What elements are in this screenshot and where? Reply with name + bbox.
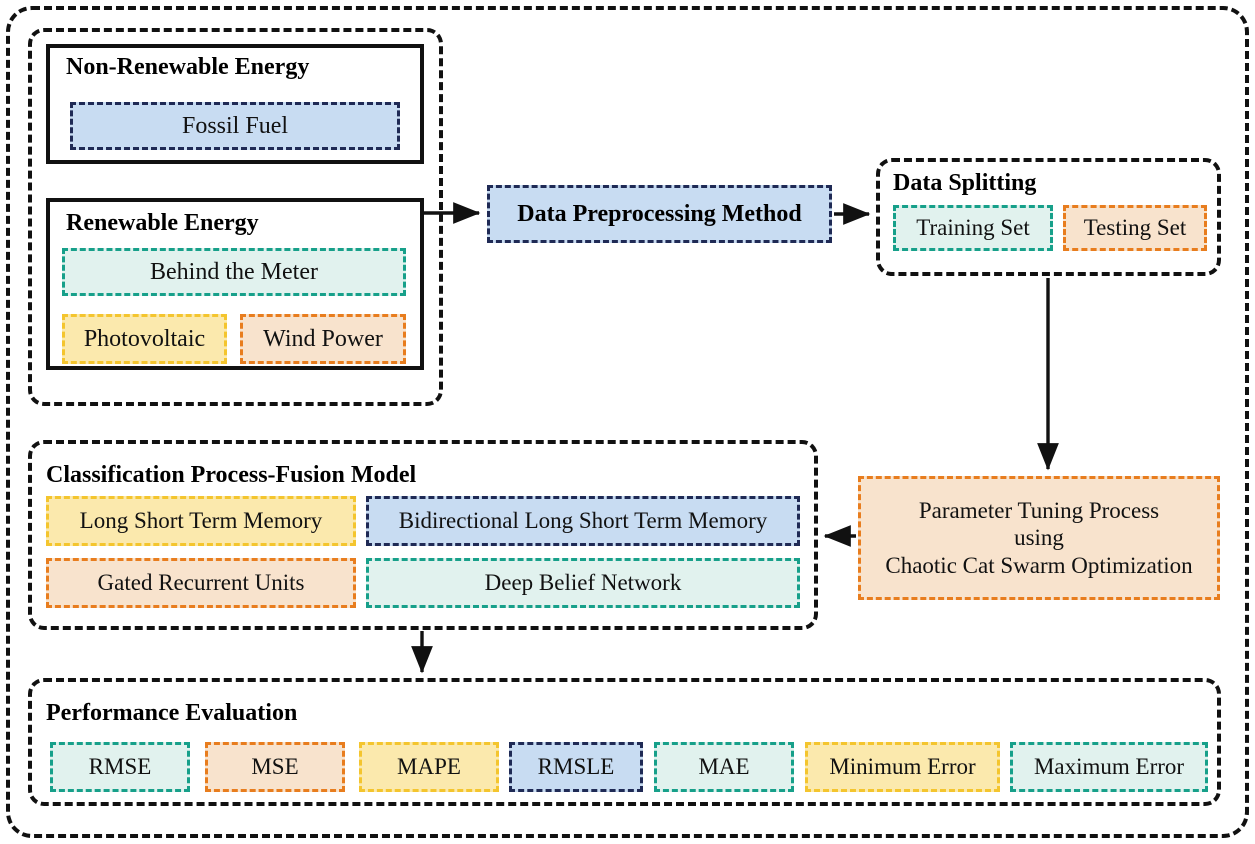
chip-metric-minimum-error[interactable]: Minimum Error (805, 742, 1000, 792)
chip-wind-power[interactable]: Wind Power (240, 314, 406, 364)
classification-title: Classification Process-Fusion Model (46, 462, 417, 488)
chip-metric-maximum-error[interactable]: Maximum Error (1010, 742, 1208, 792)
parameter-tuning-line-1: Parameter Tuning Process (918, 498, 1160, 524)
chip-training-set[interactable]: Training Set (893, 205, 1053, 251)
outer-frame (6, 6, 1249, 838)
chip-gated-recurrent-units[interactable]: Gated Recurrent Units (46, 558, 356, 608)
chip-metric-rmse[interactable]: RMSE (50, 742, 190, 792)
chip-bidirectional-long-short-term-memory[interactable]: Bidirectional Long Short Term Memory (366, 496, 800, 546)
chip-fossil-fuel[interactable]: Fossil Fuel (70, 102, 400, 150)
chip-deep-belief-network[interactable]: Deep Belief Network (366, 558, 800, 608)
parameter-tuning-line-3: Chaotic Cat Swarm Optimization (885, 552, 1193, 578)
chip-behind-the-meter[interactable]: Behind the Meter (62, 248, 406, 296)
chip-testing-set[interactable]: Testing Set (1063, 205, 1207, 251)
chip-metric-mape[interactable]: MAPE (359, 742, 499, 792)
renewable-energy-title: Renewable Energy (66, 210, 259, 236)
chip-photovoltaic[interactable]: Photovoltaic (62, 314, 227, 364)
chip-metric-mse[interactable]: MSE (205, 742, 345, 792)
data-splitting-title: Data Splitting (893, 170, 1037, 196)
parameter-tuning-line-2: using (1014, 525, 1064, 551)
non-renewable-energy-title: Non-Renewable Energy (66, 54, 310, 80)
chip-metric-rmsle[interactable]: RMSLE (509, 742, 643, 792)
parameter-tuning-box[interactable]: Parameter Tuning Process using Chaotic C… (858, 476, 1220, 600)
performance-evaluation-title: Performance Evaluation (46, 700, 298, 726)
chip-metric-mae[interactable]: MAE (654, 742, 794, 792)
data-preprocessing-box[interactable]: Data Preprocessing Method (487, 185, 832, 243)
chip-long-short-term-memory[interactable]: Long Short Term Memory (46, 496, 356, 546)
